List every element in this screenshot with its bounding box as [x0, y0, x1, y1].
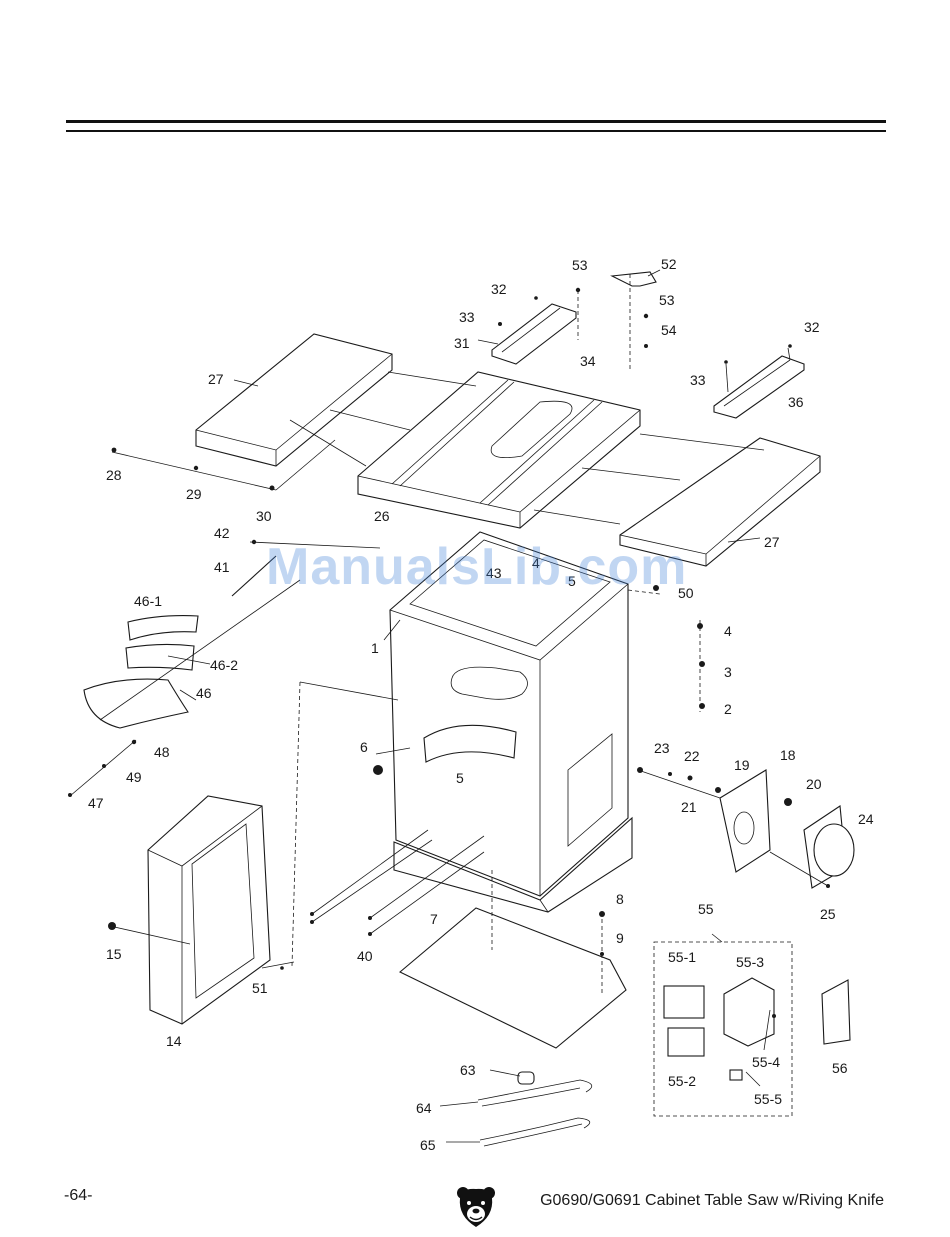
callout-55: 55: [698, 901, 714, 917]
callout-19: 19: [734, 757, 750, 773]
callout-28: 28: [106, 467, 122, 483]
callout-3: 3: [724, 664, 732, 680]
callout-46-2: 46-2: [210, 657, 238, 673]
callout-40: 40: [357, 948, 373, 964]
callout-27-right: 27: [764, 534, 780, 550]
power-cords: [478, 1072, 592, 1146]
callout-14: 14: [166, 1033, 182, 1049]
callout-53-left: 53: [572, 257, 588, 273]
callout-42: 42: [214, 525, 230, 541]
callout-52: 52: [661, 256, 677, 272]
callout-63: 63: [460, 1062, 476, 1078]
callout-56: 56: [832, 1060, 848, 1076]
callout-29: 29: [186, 486, 202, 502]
callout-6: 6: [360, 739, 368, 755]
callout-46: 46: [196, 685, 212, 701]
document-title: G0690/G0691 Cabinet Table Saw w/Riving K…: [540, 1192, 884, 1210]
callout-9: 9: [616, 930, 624, 946]
callout-33-right: 33: [690, 372, 706, 388]
callout-20: 20: [806, 776, 822, 792]
callout-2: 2: [724, 701, 732, 717]
callout-34: 34: [580, 353, 596, 369]
callout-47: 47: [88, 795, 104, 811]
callout-55-4: 55-4: [752, 1054, 780, 1070]
callout-41: 41: [214, 559, 230, 575]
callout-48: 48: [154, 744, 170, 760]
callout-65: 65: [420, 1137, 436, 1153]
watermark-text: ManualsLib.com: [266, 538, 687, 596]
callout-49: 49: [126, 769, 142, 785]
callout-55-3: 55-3: [736, 954, 764, 970]
callout-7: 7: [430, 911, 438, 927]
callout-1: 1: [371, 640, 379, 656]
switch-mount-bracket: [822, 980, 850, 1044]
cabinet-bottom-plate: [400, 908, 626, 1048]
bear-head-icon: [456, 1186, 496, 1228]
callout-5: 5: [456, 770, 464, 786]
callout-32-left: 32: [491, 281, 507, 297]
callout-53-right: 53: [659, 292, 675, 308]
dust-port: [804, 806, 854, 888]
callout-54: 54: [661, 322, 677, 338]
callout-55-5: 55-5: [754, 1091, 782, 1107]
callout-27-left: 27: [208, 371, 224, 387]
callout-30: 30: [256, 508, 272, 524]
table-insert-left: [492, 304, 576, 364]
callout-18: 18: [780, 747, 796, 763]
callout-24: 24: [858, 811, 874, 827]
switch-enclosure-box: [654, 942, 792, 1116]
motor-access-door: [720, 770, 770, 872]
callout-25: 25: [820, 906, 836, 922]
callout-33-left: 33: [459, 309, 475, 325]
page-number: -64-: [64, 1187, 92, 1205]
callout-22: 22: [684, 748, 700, 764]
callout-36: 36: [788, 394, 804, 410]
callout-64: 64: [416, 1100, 432, 1116]
callout-8: 8: [616, 891, 624, 907]
left-extension-wing: [196, 334, 392, 466]
callout-55-2: 55-2: [668, 1073, 696, 1089]
arc-scale-assembly: [84, 616, 198, 728]
riving-knife-bracket: [612, 272, 656, 286]
callout-4: 4: [724, 623, 732, 639]
callout-46-1: 46-1: [134, 593, 162, 609]
callout-15: 15: [106, 946, 122, 962]
callout-51: 51: [252, 980, 268, 996]
main-table-top: [358, 372, 640, 528]
callout-31: 31: [454, 335, 470, 351]
callout-21: 21: [681, 799, 697, 815]
callout-23: 23: [654, 740, 670, 756]
callout-32-right: 32: [804, 319, 820, 335]
callout-26: 26: [374, 508, 390, 524]
callout-55-1: 55-1: [668, 949, 696, 965]
